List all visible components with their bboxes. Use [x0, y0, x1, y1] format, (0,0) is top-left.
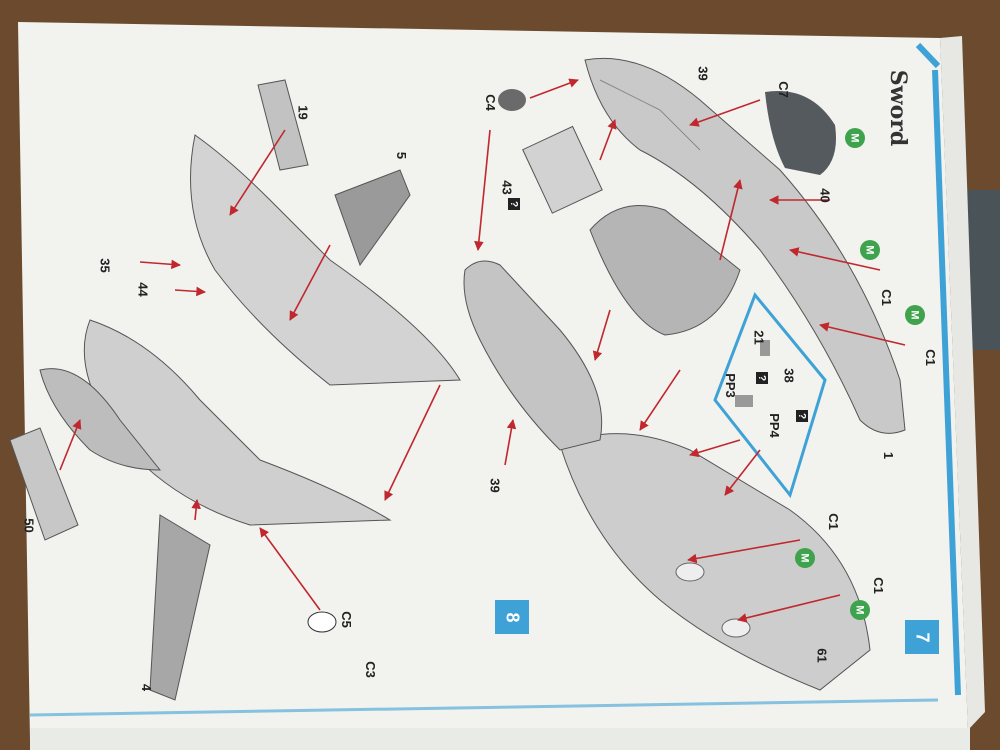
- part-label-C1-d: C1: [870, 577, 886, 594]
- part-label-39-top: 39: [695, 66, 711, 81]
- step-8-badge: 8: [495, 600, 529, 634]
- part-label-61: 61: [814, 648, 830, 663]
- decal-diamond: [713, 292, 827, 499]
- cockpit-tub-part: [589, 205, 741, 336]
- part-label-4: 4: [139, 683, 155, 692]
- brand-logo: Sword: [885, 69, 912, 147]
- part-label-C7: C7: [775, 81, 791, 98]
- part-label-50: 50: [21, 518, 37, 533]
- tail-fin-part: [190, 134, 461, 386]
- part-label-1: 1: [881, 451, 897, 460]
- part-label-PP4: PP4: [766, 413, 782, 438]
- question-box-b: ?: [796, 410, 808, 422]
- part-label-C1-b: C1: [922, 349, 938, 366]
- part-label-C3: C3: [362, 661, 378, 678]
- step-7-badge: 7: [905, 620, 939, 654]
- part-label-35: 35: [97, 258, 113, 273]
- elevator-part: [334, 169, 411, 267]
- flap-part: [257, 79, 309, 171]
- paint-marker-3: M: [905, 305, 925, 325]
- paint-marker-5: M: [850, 600, 870, 620]
- part-label-C5: C5: [338, 611, 354, 628]
- part-label-39-bottom: 39: [487, 478, 503, 493]
- question-box-43: ?: [508, 198, 520, 210]
- part-label-C1-a: C1: [878, 289, 894, 306]
- aileron-part: [149, 514, 211, 701]
- part-label-40: 40: [817, 188, 833, 203]
- part-label-PP3: PP3: [722, 373, 738, 398]
- part-label-38: 38: [781, 368, 797, 383]
- part-label-43: 43: [499, 180, 515, 195]
- forward-fuselage-part: [559, 433, 871, 691]
- part-label-5: 5: [394, 151, 410, 160]
- part-label-21: 21: [751, 330, 767, 345]
- fuselage-half-part: [584, 57, 906, 434]
- panel-part: [9, 427, 79, 541]
- paint-marker-1: M: [845, 128, 865, 148]
- paint-marker-2: M: [860, 240, 880, 260]
- page-border-line: [932, 69, 961, 696]
- canopy-part: [765, 90, 836, 175]
- nose-part: [463, 260, 603, 451]
- part-label-44: 44: [135, 282, 151, 297]
- part-label-19: 19: [295, 105, 311, 120]
- paint-marker-4: M: [795, 548, 815, 568]
- question-box-a: ?: [756, 372, 768, 384]
- part-label-C1-c: C1: [825, 513, 841, 530]
- part-label-C4: C4: [482, 94, 498, 111]
